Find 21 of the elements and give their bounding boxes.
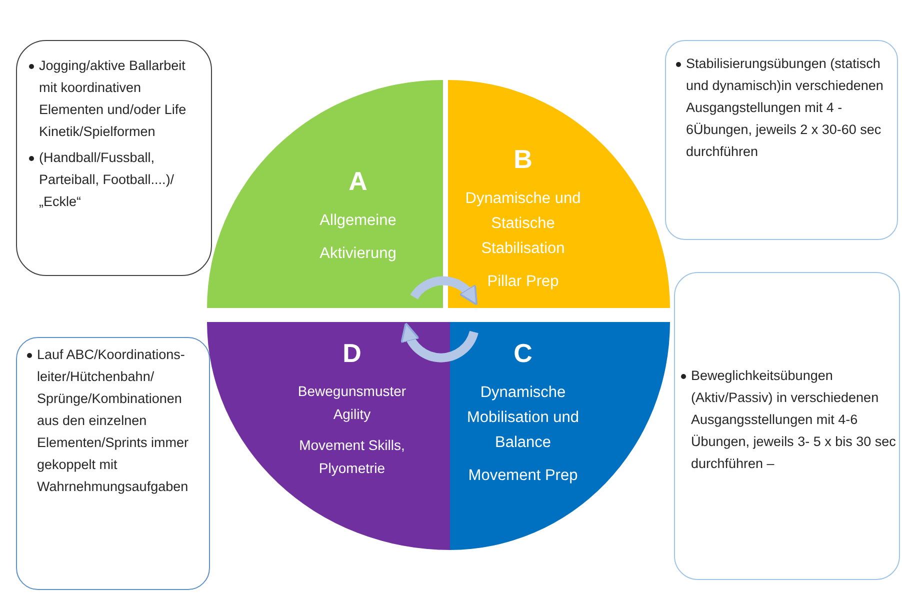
section-title: Bewegunsmuster Agility xyxy=(296,382,408,424)
section-letter: A xyxy=(348,166,368,196)
section-title: Dynamische Mobilisation und Balance xyxy=(466,383,580,453)
section-subtitle: Pillar Prep xyxy=(487,272,559,292)
text-box xyxy=(16,40,212,276)
text-box xyxy=(16,337,210,590)
section-subtitle: Movement Prep xyxy=(468,466,578,486)
bullet-item: Jogging/aktive Ballarbeit mit koordinativen Elementen und/oder Life Kinetik/Spielformen xyxy=(27,55,205,143)
section-subtitle: Aktivierung xyxy=(320,244,396,264)
section-title: Allgemeine xyxy=(320,211,396,231)
bullet-item: Lauf ABC/Koordinations-leiter/Hütchenbahn/ Sprünge/Kombinationen aus den einzelnen Elementen/Sprints immer gekoppelt mit Wahrnehmungsaufgaben xyxy=(25,344,203,498)
bullet-item: Stabilisierungsübungen (statisch und dynamisch)in verschiedenen Ausgangstellungen mit 4 - 6Übungen, jeweils 2 x 30-60 sec durchführen xyxy=(674,53,890,163)
bullet-item: Beweglichkeitsübungen (Aktiv/Passiv) in verschiedenen Ausgangsstellungen mit 4-6 Übungen, jeweils 3- 5 x bis 30 sec durchführen – xyxy=(679,365,897,475)
section-letter: D xyxy=(342,338,362,368)
section-letter: C xyxy=(514,338,532,368)
section-letter: B xyxy=(514,144,532,174)
bullet-item: (Handball/Fussball, Parteiball, Football....)/ „Eckle“ xyxy=(27,147,205,213)
text-box xyxy=(674,272,900,580)
section-title: Dynamische und Statische Stabilisation xyxy=(464,189,582,259)
section-subtitle: Movement Skills, Plyometrie xyxy=(298,436,406,478)
text-box xyxy=(665,40,898,240)
